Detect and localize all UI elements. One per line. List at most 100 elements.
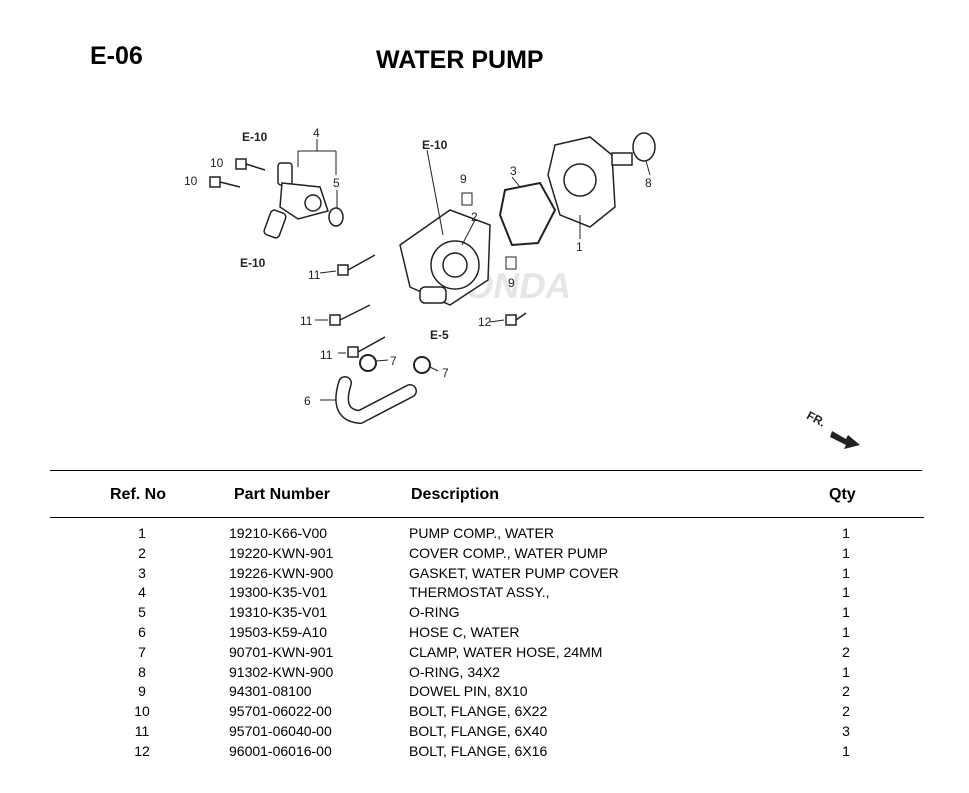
cell-desc: DOWEL PIN, 8X10 — [409, 683, 528, 700]
cell-qty: 1 — [842, 525, 850, 541]
clamp-7-right — [413, 356, 431, 374]
cell-ref: 2 — [138, 544, 146, 561]
cell-qty: 3 — [842, 722, 850, 739]
callout-2: 2 — [471, 210, 478, 224]
fr-label: FR. — [804, 408, 828, 429]
column-header-desc: Description — [411, 486, 500, 503]
table-row: 3 19226-KWN-900 GASKET, WATER PUMP COVER 1 — [0, 564, 969, 584]
cell-ref: 11 — [134, 722, 150, 739]
oring-5 — [328, 207, 344, 227]
table-row: 1 19210-K66-V00 PUMP COMP., WATER 1 — [0, 524, 969, 544]
pump-body — [547, 136, 633, 228]
cell-ref: 1 — [138, 525, 146, 541]
cell-part: 19226-KWN-900 — [229, 564, 334, 581]
page-title: WATER PUMP — [376, 46, 544, 74]
cell-desc: O-RING, 34X2 — [409, 663, 501, 680]
table-row: 9 94301-08100 DOWEL PIN, 8X10 2 — [0, 682, 969, 702]
cell-desc: PUMP COMP., WATER — [409, 525, 554, 541]
bolt-12 — [505, 312, 527, 326]
callout-8: 8 — [645, 176, 652, 190]
cell-ref: 6 — [138, 623, 146, 640]
callout-6: 6 — [304, 394, 311, 408]
cell-ref: 7 — [138, 643, 146, 660]
table-row: 11 95701-06040-00 BOLT, FLANGE, 6X40 3 — [0, 722, 969, 742]
cell-qty: 1 — [842, 663, 850, 680]
cell-desc: HOSE C, WATER — [409, 623, 520, 640]
cell-desc: BOLT, FLANGE, 6X40 — [409, 722, 548, 739]
cell-ref: 5 — [138, 604, 146, 621]
table-row: 6 19503-K59-A10 HOSE C, WATER 1 — [0, 623, 969, 643]
callout-9-a: 9 — [460, 172, 467, 186]
cell-part: 90701-KWN-901 — [229, 643, 334, 660]
column-header-ref: Ref. No — [110, 486, 166, 503]
cell-desc: O-RING — [409, 604, 460, 621]
cell-qty: 2 — [842, 643, 850, 660]
callout-e5: E-5 — [430, 328, 449, 342]
thermostat-assy — [263, 162, 329, 239]
cell-qty: 1 — [842, 623, 850, 640]
exploded-diagram: HONDA — [184, 126, 860, 449]
cell-qty: 1 — [842, 564, 850, 581]
parts-table-body: 1 19210-K66-V00 PUMP COMP., WATER 1 2 19220-… — [0, 524, 969, 762]
callout-10-a: 10 — [210, 156, 224, 170]
cell-part: 95701-06040-00 — [229, 722, 332, 739]
callout-1: 1 — [576, 240, 583, 254]
cell-part: 19310-K35-V01 — [229, 604, 328, 621]
callout-e10-c: E-10 — [422, 138, 448, 152]
cell-part: 19220-KWN-901 — [229, 544, 334, 561]
gasket-3 — [498, 181, 557, 247]
cell-ref: 3 — [138, 564, 146, 581]
callout-11-b: 11 — [300, 314, 313, 328]
cell-desc: COVER COMP., WATER PUMP — [409, 544, 608, 561]
callout-7-a: 7 — [390, 354, 397, 368]
oring-8 — [632, 132, 656, 162]
cell-part: 95701-06022-00 — [229, 703, 332, 720]
cell-part: 19210-K66-V00 — [229, 525, 328, 541]
dowel-pin-upper — [461, 192, 473, 206]
column-header-part: Part Number — [234, 486, 331, 503]
leader-lines — [297, 139, 651, 401]
column-header-qty: Qty — [829, 486, 856, 503]
cell-part: 96001-06016-00 — [229, 742, 332, 759]
cell-part: 19503-K59-A10 — [229, 623, 328, 640]
table-row: 5 19310-K35-V01 O-RING 1 — [0, 603, 969, 623]
cell-qty: 1 — [842, 584, 850, 601]
cell-part: 91302-KWN-900 — [229, 663, 334, 680]
cell-qty: 2 — [842, 683, 850, 700]
callout-5: 5 — [333, 176, 340, 190]
cell-qty: 2 — [842, 703, 850, 720]
table-row: 10 95701-06022-00 BOLT, FLANGE, 6X22 2 — [0, 702, 969, 722]
callout-11-a: 11 — [308, 268, 321, 282]
cell-desc: BOLT, FLANGE, 6X16 — [409, 742, 548, 759]
cell-qty: 1 — [842, 544, 850, 561]
bolts-11 — [329, 254, 386, 358]
callout-10-b: 10 — [184, 174, 198, 188]
cell-ref: 12 — [134, 742, 150, 759]
callout-3: 3 — [510, 164, 517, 178]
table-row: 12 96001-06016-00 BOLT, FLANGE, 6X16 1 — [0, 742, 969, 762]
cell-part: 94301-08100 — [229, 683, 312, 700]
callout-11-c: 11 — [320, 348, 333, 362]
cell-desc: BOLT, FLANGE, 6X22 — [409, 703, 548, 720]
table-header-rule — [50, 517, 924, 518]
table-row: 8 91302-KWN-900 O-RING, 34X2 1 — [0, 663, 969, 683]
cell-qty: 1 — [842, 742, 850, 759]
section-code: E-06 — [90, 42, 143, 70]
table-row: 2 19220-KWN-901 COVER COMP., WATER PUMP 1 — [0, 544, 969, 564]
cell-ref: 9 — [138, 683, 146, 700]
callout-4: 4 — [313, 126, 320, 140]
cell-desc: GASKET, WATER PUMP COVER — [409, 564, 619, 581]
cell-ref: 4 — [138, 584, 146, 601]
front-direction-arrow: FR. — [804, 408, 860, 449]
arrow-icon — [830, 431, 860, 449]
bolts-10 — [209, 158, 266, 188]
cell-desc: THERMOSTAT ASSY., — [409, 584, 550, 601]
callout-7-b: 7 — [442, 366, 449, 380]
cell-ref: 10 — [134, 703, 150, 720]
cell-ref: 8 — [138, 663, 146, 680]
callout-e10-a: E-10 — [242, 130, 268, 144]
clamp-7-left — [359, 354, 377, 372]
cell-qty: 1 — [842, 604, 850, 621]
